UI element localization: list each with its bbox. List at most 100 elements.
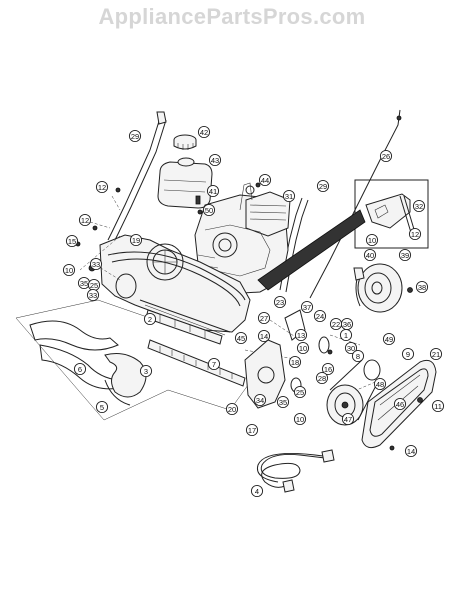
callout-number: 10 xyxy=(368,236,376,245)
callout-number: 28 xyxy=(318,374,326,383)
callout-number: 32 xyxy=(415,202,423,211)
callout-circle xyxy=(257,311,271,325)
callout-circle xyxy=(339,328,353,342)
part-callout-7: 7 xyxy=(207,357,221,371)
part-callout-32: 32 xyxy=(412,199,426,213)
callout-number: 35 xyxy=(279,398,287,407)
callout-circle xyxy=(351,349,365,363)
callout-circle xyxy=(296,341,310,355)
callout-number: 21 xyxy=(432,350,440,359)
callout-number: 10 xyxy=(65,266,73,275)
part-callout-27: 27 xyxy=(257,311,271,325)
callout-number: 9 xyxy=(406,350,410,359)
callout-number: 17 xyxy=(248,426,256,435)
callout-circle xyxy=(225,402,239,416)
callout-number: 38 xyxy=(418,283,426,292)
callout-circle xyxy=(89,257,103,271)
callout-circle xyxy=(78,213,92,227)
part-callout-41: 41 xyxy=(206,184,220,198)
part-callout-10: 10 xyxy=(62,263,76,277)
callout-circle xyxy=(393,397,407,411)
callout-circle xyxy=(282,189,296,203)
watermark: AppliancePartsPros.com xyxy=(98,4,366,29)
callout-circle xyxy=(143,312,157,326)
callout-number: 1 xyxy=(344,331,348,340)
callout-number: 37 xyxy=(303,303,311,312)
callout-number: 47 xyxy=(344,415,352,424)
part-callout-19: 19 xyxy=(129,233,143,247)
part-callout-25: 25 xyxy=(293,385,307,399)
part-callout-26: 26 xyxy=(379,149,393,163)
impeller-paddles xyxy=(29,320,147,406)
callout-number: 12 xyxy=(81,216,89,225)
callout-number: 5 xyxy=(100,403,104,412)
control-cable xyxy=(309,109,402,299)
callout-number: 12 xyxy=(98,183,106,192)
callout-number: 12 xyxy=(411,230,419,239)
part-callout-35: 35 xyxy=(77,276,91,290)
callout-circle xyxy=(128,129,142,143)
part-callout-33: 33 xyxy=(89,257,103,271)
callout-number: 11 xyxy=(434,402,442,411)
part-callout-34: 34 xyxy=(253,393,267,407)
callout-circle xyxy=(404,444,418,458)
callout-circle xyxy=(202,203,216,217)
callout-number: 49 xyxy=(385,335,393,344)
callout-circle xyxy=(276,395,290,409)
callout-circle xyxy=(73,362,87,376)
part-callout-46: 46 xyxy=(393,397,407,411)
callout-number: 48 xyxy=(376,380,384,389)
part-callout-33: 33 xyxy=(86,288,100,302)
callout-circle xyxy=(365,233,379,247)
callout-circle xyxy=(288,355,302,369)
callout-circle xyxy=(341,412,355,426)
part-callout-18: 18 xyxy=(288,355,302,369)
callout-circle xyxy=(313,309,327,323)
part-callout-17: 17 xyxy=(245,423,259,437)
callout-number: 6 xyxy=(78,365,82,374)
part-callout-42: 42 xyxy=(197,125,211,139)
wheel xyxy=(353,263,403,313)
part-callout-15: 15 xyxy=(65,234,79,248)
callout-circle xyxy=(197,125,211,139)
part-callout-50: 50 xyxy=(202,203,216,217)
callout-number: 13 xyxy=(297,331,305,340)
callout-circle xyxy=(95,400,109,414)
callout-number: 8 xyxy=(356,352,360,361)
callout-circle xyxy=(273,295,287,309)
callout-number: 10 xyxy=(299,344,307,353)
part-callout-48: 48 xyxy=(373,377,387,391)
part-callout-2: 2 xyxy=(143,312,157,326)
part-callout-10: 10 xyxy=(293,412,307,426)
callout-number: 7 xyxy=(212,360,216,369)
callout-circle xyxy=(293,412,307,426)
callout-circle xyxy=(344,341,358,355)
callout-number: 35 xyxy=(80,279,88,288)
callout-number: 42 xyxy=(200,128,208,137)
callout-circle xyxy=(208,153,222,167)
callout-circle xyxy=(139,364,153,378)
callout-number: 26 xyxy=(382,152,390,161)
callout-circle xyxy=(373,377,387,391)
callout-circle xyxy=(206,184,220,198)
part-callout-22: 22 xyxy=(329,317,343,331)
part-callout-29: 29 xyxy=(316,179,330,193)
part-callout-35: 35 xyxy=(276,395,290,409)
part-callout-40: 40 xyxy=(363,248,377,262)
part-callout-23: 23 xyxy=(273,295,287,309)
callout-number: 14 xyxy=(407,447,415,456)
callout-number: 18 xyxy=(291,358,299,367)
callout-circle xyxy=(429,347,443,361)
part-callout-29: 29 xyxy=(128,129,142,143)
callout-number: 40 xyxy=(366,251,374,260)
part-callout-28: 28 xyxy=(315,371,329,385)
part-callout-11: 11 xyxy=(431,399,445,413)
callout-circle xyxy=(300,300,314,314)
callout-circle xyxy=(315,371,329,385)
part-callout-10: 10 xyxy=(365,233,379,247)
part-callout-12: 12 xyxy=(78,213,92,227)
part-callout-13: 13 xyxy=(294,328,308,342)
left-handle xyxy=(107,111,167,243)
part-callout-25: 25 xyxy=(87,278,101,292)
